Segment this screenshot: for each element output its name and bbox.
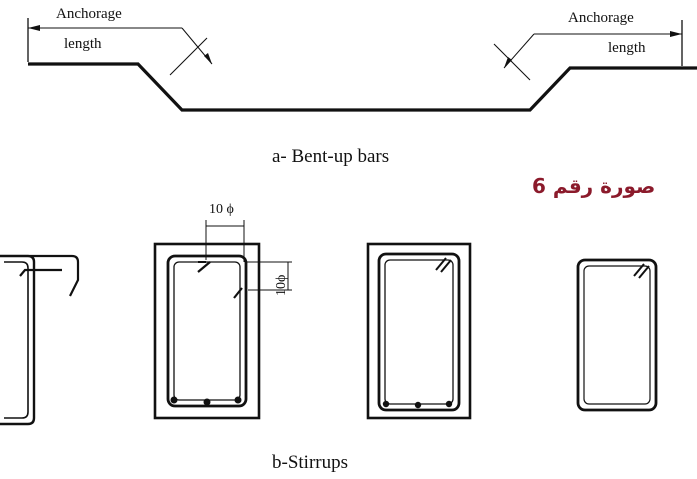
right-anchorage-dimension xyxy=(493,20,683,81)
side-spacing-dimension-label: 10ϕ xyxy=(274,274,289,296)
stirrups-caption: b-Stirrups xyxy=(272,452,348,473)
top-spacing-dimension-label: 10 ϕ xyxy=(209,202,234,217)
anchorage-right-label: Anchorage xyxy=(568,10,634,26)
stirrup-section-dimensioned xyxy=(153,220,292,420)
stirrup-open-hook xyxy=(0,254,80,426)
figure-number-label: صورة رقم 6 xyxy=(532,174,656,198)
corner-bars-stirrup-3 xyxy=(382,400,453,409)
anchorage-left-label: Anchorage xyxy=(56,6,122,22)
bent-up-bars-caption: a- Bent-up bars xyxy=(272,146,390,167)
length-left-label: length xyxy=(64,36,102,52)
bent-up-bar xyxy=(28,62,697,112)
left-anchorage-dimension xyxy=(27,18,213,76)
stirrup-plain xyxy=(576,258,658,412)
corner-bars-stirrup-2 xyxy=(170,396,242,406)
length-right-label: length xyxy=(608,40,646,56)
stirrup-section-concrete xyxy=(366,242,472,420)
